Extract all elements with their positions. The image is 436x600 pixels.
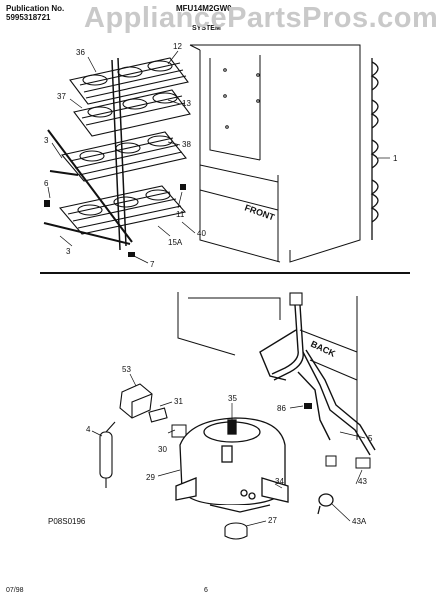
section-title: SYSTEM [192,25,221,32]
callout-86: 86 [277,404,286,413]
callout-43: 43 [358,477,367,486]
bottom-callout-labels: 53 31 35 86 4 30 5 29 34 43 27 43A [86,365,373,526]
terminal-cover-part [171,424,187,438]
wire-shelf-1 [69,57,189,105]
shelf-assembly [43,57,191,251]
connector-part [325,455,371,469]
filter-drier [99,421,116,488]
condenser-coil [370,58,379,240]
wire-shelf-4 [58,185,187,235]
cabinet-back-label: BACK [309,339,337,359]
callout-40: 40 [197,229,206,238]
clip-part [180,184,186,190]
footer-page: 6 [204,587,208,594]
rear-cabinet [177,292,358,440]
publication-label: Publication No. [6,4,65,13]
callout-31: 31 [174,397,183,406]
watermark: AppliancePartsPros.com [84,2,436,34]
shelf-stop-part [44,200,50,207]
callout-4: 4 [86,425,91,434]
compressor [175,417,289,513]
callout-36: 36 [76,48,85,57]
callout-5: 5 [368,434,373,443]
shelf-trim-strips [43,129,133,245]
callout-30: 30 [158,445,167,454]
callout-53: 53 [122,365,131,374]
grommet-part [224,522,248,540]
callout-27: 27 [268,516,277,525]
top-callout-labels: 36 12 37 13 3 38 6 11 40 15A 3 7 1 [44,42,398,269]
refrigerant-tubing [259,292,376,456]
callout-37: 37 [57,92,66,101]
clamp-part [317,493,334,515]
callout-29: 29 [146,473,155,482]
publication-number: 5995318721 [6,13,51,22]
callout-3-upper: 3 [44,136,49,145]
model-number: MFU14M2GW0 [176,4,232,13]
callout-11: 11 [176,210,185,219]
callout-15a: 15A [168,238,183,247]
footer-date: 07/98 [6,587,24,594]
relay-overload [119,383,168,423]
callout-12: 12 [173,42,182,51]
callout-1: 1 [393,154,398,163]
callout-3-lower: 3 [66,247,71,256]
callout-43a: 43A [352,517,367,526]
drawing-code: P08S0196 [48,517,86,526]
callout-6: 6 [44,179,49,188]
freezer-cabinet [189,44,361,263]
callout-35: 35 [228,394,237,403]
wire-shelf-3 [60,131,187,182]
screw-86-part [304,403,312,409]
screw-part [128,252,135,257]
wire-shelf-2 [73,89,191,137]
callout-34: 34 [275,477,284,486]
callout-13: 13 [182,99,191,108]
callout-7: 7 [150,260,155,269]
callout-38: 38 [182,140,191,149]
